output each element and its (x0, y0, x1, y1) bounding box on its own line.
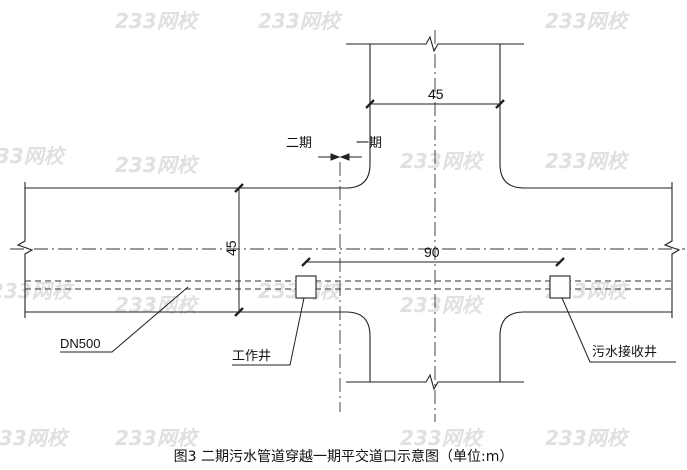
phase1-label: 一期 (356, 136, 382, 151)
top-break-line (346, 35, 524, 53)
road-top-edge-left (25, 44, 371, 189)
watermark: 233网校 (545, 9, 630, 33)
watermark: 233网校 (115, 426, 200, 450)
watermark: 233网校 (400, 426, 485, 450)
dim-tick (234, 183, 244, 193)
watermark: 233网校 (545, 426, 630, 450)
watermark: 233网校 (0, 144, 67, 168)
watermark: 233网校 (258, 9, 343, 33)
phase2-label: 二期 (286, 136, 312, 151)
phase2-arrowhead (330, 153, 341, 161)
dim-road-width-label: 45 (223, 240, 239, 256)
watermark: 233网校 (0, 426, 70, 450)
watermark: 233网校 (0, 279, 75, 303)
watermarks: 233网校 233网校 233网校 233网校 233网校 233网校 233网… (0, 9, 630, 450)
watermark: 233网校 (545, 149, 630, 173)
watermark: 233网校 (400, 293, 485, 317)
pipe-leader-line (60, 286, 189, 353)
right-break-line (663, 182, 681, 318)
receive-well-label: 污水接收井 (592, 344, 657, 360)
road-top-edge-right (499, 44, 672, 189)
diagram-caption: 图3 二期污水管道穿越一期平交道口示意图（单位:m） (173, 449, 514, 465)
watermark: 233网校 (400, 149, 485, 173)
watermark: 233网校 (115, 9, 200, 33)
dim-tick (365, 99, 375, 109)
work-well-label: 工作井 (232, 349, 271, 364)
dim-tick (234, 307, 244, 317)
bottom-break-line (346, 373, 524, 391)
dim-well-spacing-label: 90 (424, 244, 440, 260)
pipe-label: DN500 (60, 336, 100, 351)
dim-tick (301, 257, 311, 267)
phase1-arrowhead (339, 153, 350, 161)
receive-well-leader-line (561, 297, 676, 363)
dim-tick (555, 257, 565, 267)
dim-tick (495, 99, 505, 109)
left-break-line (16, 182, 34, 318)
receive-well (549, 275, 571, 299)
watermark: 233网校 (115, 153, 200, 177)
road-bottom-edge-left (25, 311, 371, 382)
road-bottom-edge-right (499, 311, 672, 382)
work-well-leader-line (232, 297, 305, 366)
work-well (295, 275, 317, 299)
dim-top-width-label: 45 (428, 86, 444, 102)
